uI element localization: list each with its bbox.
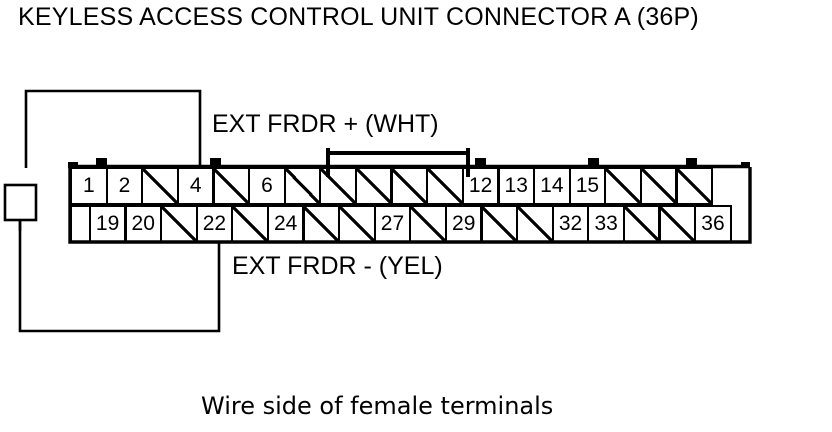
pin-number: 4: [189, 173, 202, 197]
pin-cell[interactable]: 12: [461, 167, 500, 205]
pin-cell-empty[interactable]: [302, 205, 341, 243]
pin-cell-empty[interactable]: [319, 167, 358, 205]
upper-wire-path: [24, 89, 202, 168]
pin-number: 27: [380, 211, 405, 235]
pin-cell-empty[interactable]: [516, 205, 554, 243]
pin-number: 24: [273, 211, 298, 235]
pin-cell[interactable]: 24: [266, 205, 305, 243]
pin-cell[interactable]: 1: [70, 167, 108, 205]
pin-number: 1: [83, 173, 95, 197]
pin-cell-empty[interactable]: [675, 167, 714, 205]
pin-row-bottom: 19 20 22 24 27 29 32 33 36: [70, 205, 732, 243]
pin-cell-empty[interactable]: [212, 167, 251, 205]
pin-cell[interactable]: 36: [694, 205, 732, 243]
pin-cell-empty[interactable]: [480, 205, 519, 243]
locking-tab-2: [210, 158, 221, 167]
pin-cell[interactable]: 15: [568, 167, 607, 205]
pin-cell[interactable]: 27: [373, 205, 412, 243]
component-box: [3, 183, 38, 222]
lower-wire-path: [18, 220, 221, 333]
pin-cell-empty[interactable]: [283, 167, 322, 205]
pin-number: 15: [575, 173, 600, 197]
pin-number: 33: [594, 211, 618, 235]
pin-cell-empty[interactable]: [337, 205, 376, 243]
pin-number: 22: [202, 211, 227, 235]
pin-cell-empty[interactable]: [141, 167, 180, 205]
pin-cell[interactable]: 14: [532, 167, 571, 205]
pin-number: 13: [504, 173, 528, 197]
locking-tab-1: [96, 158, 107, 167]
pin-number: 2: [118, 173, 131, 197]
locking-tab-4: [588, 158, 599, 167]
pin-number: 36: [701, 211, 725, 235]
pin-cell-empty[interactable]: [231, 205, 269, 243]
pin-cell-empty[interactable]: [639, 167, 678, 205]
pin-cell-empty[interactable]: [354, 167, 393, 205]
pin-cell[interactable]: 22: [195, 205, 234, 243]
pin-cell[interactable]: 6: [248, 167, 286, 205]
pin-cell-empty[interactable]: [409, 205, 447, 243]
pin-cell-empty[interactable]: [604, 167, 642, 205]
upper-wire-label: EXT FRDR + (WHT): [212, 110, 439, 138]
pin-number: 20: [131, 211, 155, 235]
page-title: KEYLESS ACCESS CONTROL UNIT CONNECTOR A …: [18, 3, 699, 31]
pin-number: 6: [261, 173, 273, 197]
pin-cell-empty[interactable]: [159, 205, 198, 243]
pin-cell[interactable]: 4: [176, 167, 215, 205]
pin-row-top: 1 2 4 6 12 13 14 15: [70, 167, 714, 205]
pin-cell[interactable]: 19: [88, 205, 127, 243]
pin-cell-empty[interactable]: [622, 205, 661, 243]
pin-cell-empty[interactable]: [658, 205, 697, 243]
diagram-caption: Wire side of female terminals: [201, 392, 554, 420]
pin-cell-empty[interactable]: [426, 167, 464, 205]
pin-number: 29: [452, 211, 476, 235]
pin-number: 12: [468, 173, 493, 197]
pin-cell[interactable]: 33: [587, 205, 626, 243]
pin-cell[interactable]: 2: [105, 167, 144, 205]
lower-wire-label: EXT FRDR - (YEL): [232, 252, 443, 280]
pin-cell[interactable]: 20: [124, 205, 163, 243]
pin-number: 14: [540, 173, 564, 197]
pin-cell[interactable]: 13: [497, 167, 536, 205]
pin-cell[interactable]: 29: [444, 205, 483, 243]
locking-tab-5: [686, 158, 697, 167]
pin-cell[interactable]: 32: [551, 205, 590, 243]
pin-number: 19: [95, 211, 120, 235]
pin-number: 32: [558, 211, 583, 235]
locking-tab-3: [475, 158, 486, 167]
pin-cell-empty[interactable]: [390, 167, 429, 205]
